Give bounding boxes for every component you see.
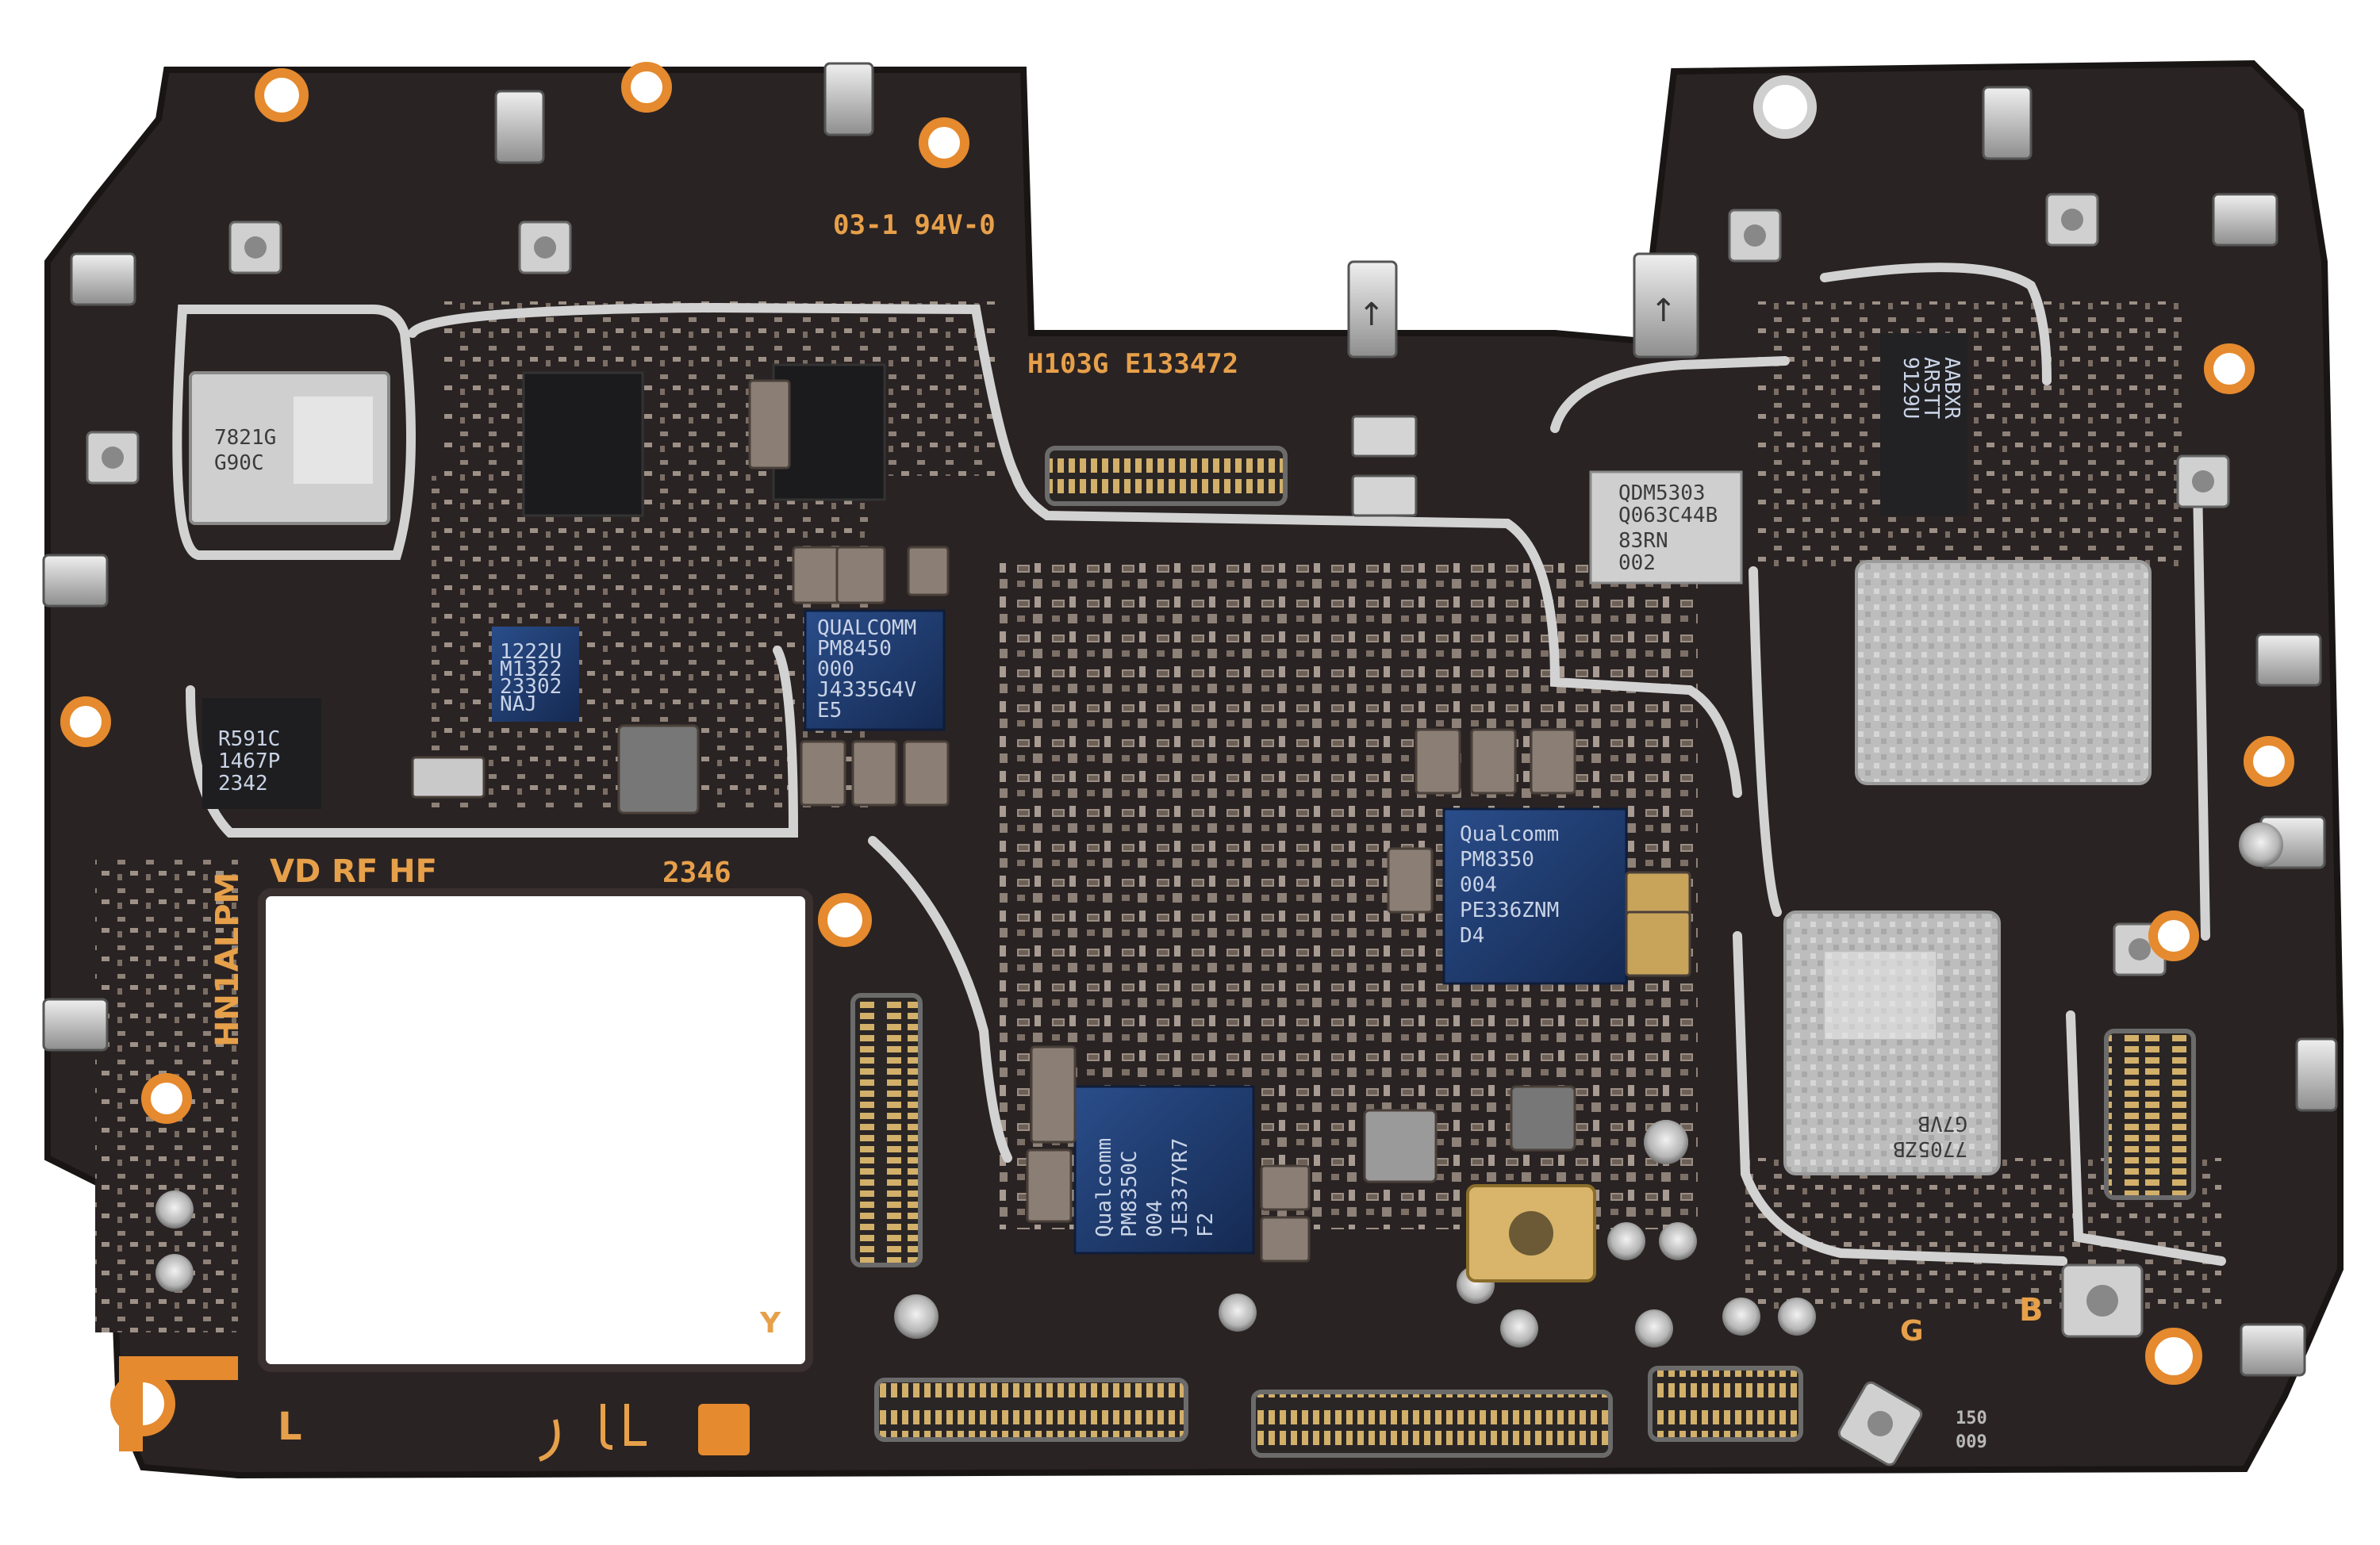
pm8350c-line5: F2	[1194, 1213, 1218, 1237]
pmic-pm8450	[804, 609, 946, 731]
pm8350-line5: D4	[1460, 924, 1484, 948]
pm8350c-line3: 004	[1143, 1200, 1167, 1237]
svg-text:↑: ↑	[1358, 297, 1385, 333]
pm8350c-line1: Qualcomm	[1092, 1138, 1116, 1237]
blue-chip-small	[492, 627, 579, 722]
rf-module-line1: 7821G	[214, 426, 276, 450]
silk-model: HN1ALPM	[209, 872, 246, 1047]
blue-chip-line4: NAJ	[500, 692, 537, 716]
silk-date-a: 150	[1956, 1409, 1987, 1428]
qdm5303-chip	[1589, 470, 1743, 585]
pm8450-line5: E5	[817, 699, 842, 723]
pm8350c-line2: PM8350C	[1118, 1150, 1142, 1237]
silk-serial: H103G E133472	[1027, 348, 1238, 380]
connector-right-vertical	[2104, 1029, 2196, 1200]
memory-chip-line1: 7705ZB	[1893, 1137, 1967, 1160]
pm8450-line4: J4335G4V	[817, 678, 916, 702]
memory-chip-line2: G7VB	[1917, 1111, 1967, 1135]
board-cutout	[258, 888, 813, 1372]
pm8450-line1: QUALCOMM	[817, 616, 916, 640]
rf-coax-connectors	[86, 193, 2230, 1466]
pm8350-line1: Qualcomm	[1460, 822, 1559, 846]
pm8350-line2: PM8350	[1460, 848, 1534, 872]
pm8350-line3: 004	[1460, 873, 1497, 897]
wifi-line2: AR5TT	[1919, 357, 1943, 420]
connector-top-center	[1045, 446, 1288, 506]
silk-mark-g: G	[1900, 1315, 1924, 1348]
silk-number: 2346	[662, 857, 731, 889]
large-passives	[411, 379, 1691, 1263]
connector-bottom-center	[1251, 1390, 1613, 1458]
side-clips	[42, 62, 2338, 1377]
pm8450-line2: PM8450	[817, 637, 892, 661]
wifi-line1: 9129U	[1898, 357, 1922, 419]
silk-mark-l: L	[278, 1405, 302, 1449]
wifi-shield-plate	[1855, 560, 2152, 785]
wifi-chip	[1880, 333, 1967, 516]
pm8350c-line4: JE337YR7	[1169, 1138, 1192, 1237]
black-chip-pmr	[772, 363, 886, 501]
wifi-line3: AABXR	[1940, 357, 1964, 420]
connector-bottom-right	[1648, 1366, 1803, 1442]
svg-text:↑: ↑	[1650, 293, 1677, 329]
ul-logo-icon	[538, 1404, 647, 1462]
rf-shield-frames	[172, 263, 2226, 1266]
qdm-line4: 002	[1618, 551, 1656, 575]
blue-chip-line2: M1322	[500, 657, 562, 681]
qdm-line2: Q063C44B	[1618, 504, 1718, 527]
silk-date-b: 009	[1956, 1432, 1987, 1452]
blue-chip-line1: 1222U	[500, 640, 562, 664]
orange-pads	[119, 1356, 750, 1455]
pmic-pm8350c	[1073, 1085, 1255, 1255]
pm8350-line4: PE336ZNM	[1460, 899, 1559, 922]
connector-bottom-left	[874, 1378, 1188, 1442]
small-chip-line3: 2342	[218, 772, 268, 796]
qdm-line3: 83RN	[1618, 529, 1668, 553]
small-chip-line2: 1467P	[218, 749, 280, 773]
silk-codes: VD RF HF	[270, 853, 437, 890]
black-chip-small-left	[202, 698, 321, 809]
qdm-line1: QDM5303	[1618, 481, 1706, 505]
blue-chip-line3: 23302	[500, 675, 562, 699]
small-chip-line1: R591C	[218, 727, 280, 751]
connector-left-vertical	[850, 993, 923, 1267]
silk-mark-y: Y	[759, 1307, 781, 1340]
black-chip-top	[522, 371, 644, 517]
pm8450-line3: 000	[817, 657, 854, 681]
pmic-pm8350	[1442, 807, 1628, 985]
silk-mark-b: B	[2019, 1292, 2044, 1328]
rf-module-line2: G90C	[214, 451, 264, 475]
arrow-clips: ↑ ↑	[1347, 252, 1699, 517]
silk-rev: 03-1 94V-0	[833, 209, 996, 241]
